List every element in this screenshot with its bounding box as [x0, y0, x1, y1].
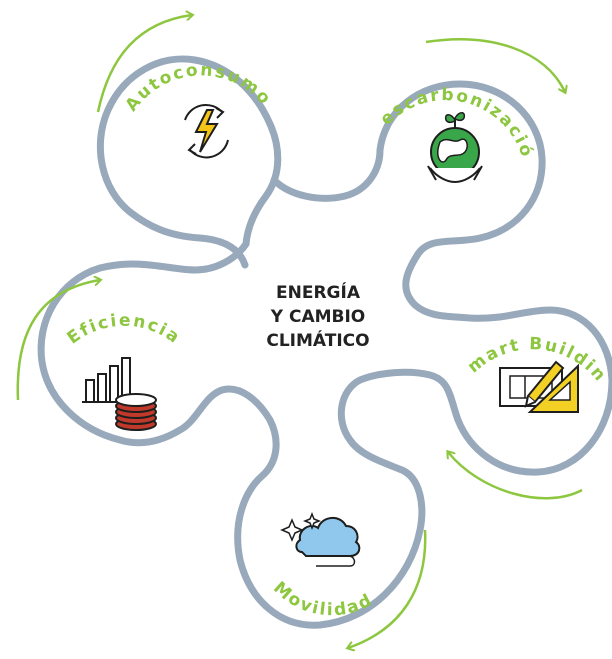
- center-title-line3: CLIMÁTICO: [266, 329, 369, 351]
- globe-hands-icon: [427, 112, 483, 184]
- cloud-sparkle-icon: [280, 511, 361, 567]
- flower-outline: [37, 55, 612, 629]
- label-eficiencia: Eficiencia: [64, 311, 185, 349]
- center-title-line2: Y CAMBIO: [270, 307, 366, 327]
- blueprint-pencil-icon: [499, 360, 579, 413]
- coins-chart-icon: [82, 357, 157, 431]
- lightning-cycle-icon: [184, 103, 229, 159]
- arrow-descarbonizacion: [425, 38, 565, 92]
- center-title-line1: ENERGÍA: [276, 281, 361, 303]
- label-movilidad: Movilidad: [269, 578, 376, 621]
- arrow-movilidad: [348, 529, 427, 648]
- arrow-autoconsumo: [96, 15, 192, 113]
- arrow-eficiencia: [16, 280, 100, 401]
- arrow-smart-building: [448, 452, 583, 500]
